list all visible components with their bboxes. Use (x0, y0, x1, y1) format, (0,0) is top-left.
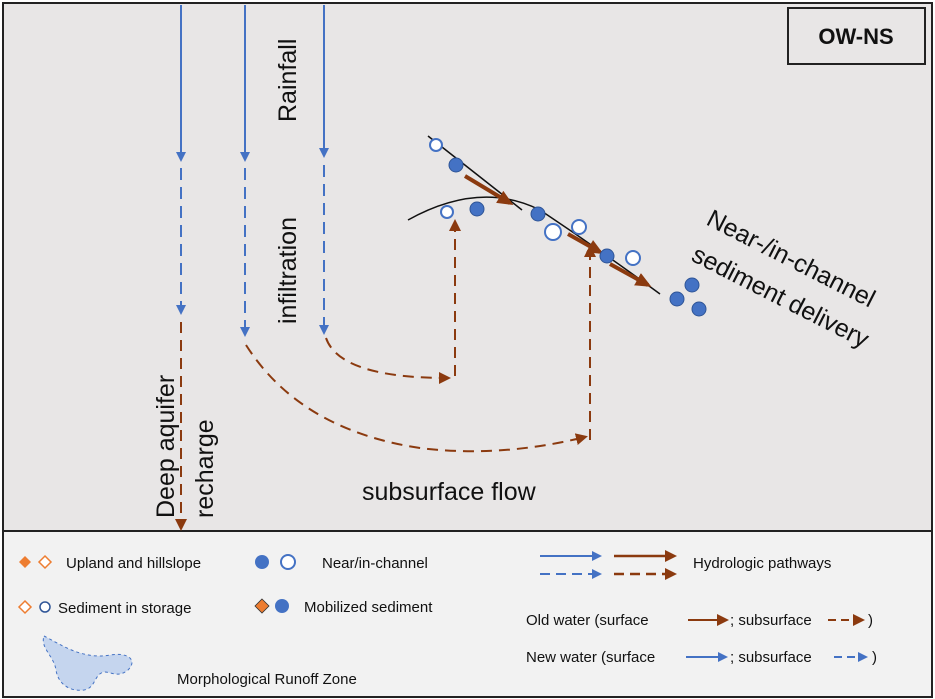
infiltration-arrows (176, 165, 329, 337)
subsurface-flow-label: subsurface flow (362, 478, 537, 506)
badge-label: OW-NS (818, 24, 893, 49)
hollow-circle-icon (39, 601, 51, 613)
hollow-diamond-icon (17, 599, 33, 615)
badge-box (787, 7, 926, 65)
legend-old-water-prefix: Old water (surface (526, 612, 649, 629)
legend-new-water-mid: ; subsurface (730, 649, 812, 666)
legend-old-water-mid: ; subsurface (730, 612, 812, 629)
legend-new-water: New water (surface ; subsurface ) (526, 649, 877, 666)
filled-diamond-icon (254, 598, 270, 614)
filled-circle-icon (255, 555, 269, 569)
legend-runoff-zone: Morphological Runoff Zone (42, 635, 357, 691)
legend-old-water-suffix: ) (868, 612, 873, 629)
legend-panel (2, 530, 933, 698)
mobilized-sediment-circles (448, 157, 707, 317)
surface-flow-arrows (463, 174, 652, 287)
legend-near-channel: Near/in-channel (255, 554, 428, 572)
legend-runoff-zone-label: Morphological Runoff Zone (177, 671, 357, 688)
legend-storage: Sediment in storage (17, 599, 191, 617)
runoff-zone-shape-icon (42, 635, 133, 691)
legend-mobilized: Mobilized sediment (254, 598, 433, 616)
subsurface-flow-paths (245, 219, 596, 453)
legend-mobilized-label: Mobilized sediment (304, 599, 433, 616)
legend-upland-label: Upland and hillslope (66, 555, 201, 572)
filled-diamond-icon (19, 556, 31, 568)
hollow-circle-icon (280, 554, 296, 570)
diagram-panel (2, 2, 933, 532)
deep-aquifer-label: Deep aquifer (152, 375, 180, 518)
legend-storage-label: Sediment in storage (58, 600, 191, 617)
legend-new-water-prefix: New water (surface (526, 649, 655, 666)
sediment-in-storage-circles (429, 138, 641, 266)
legend-old-water: Old water (surface ; subsurface ) (526, 612, 873, 629)
infiltration-label: infiltration (274, 217, 302, 324)
legend-upland: Upland and hillslope (19, 554, 201, 572)
legend-new-water-suffix: ) (872, 649, 877, 666)
rainfall-arrows (176, 5, 329, 162)
legend-near-channel-label: Near/in-channel (322, 555, 428, 572)
filled-circle-icon (275, 599, 289, 613)
recharge-label: recharge (191, 419, 219, 518)
legend-hydrologic: Hydrologic pathways (540, 550, 831, 580)
hollow-diamond-icon (37, 554, 53, 570)
legend-hydrologic-label: Hydrologic pathways (693, 555, 831, 572)
rainfall-label: Rainfall (274, 39, 302, 122)
